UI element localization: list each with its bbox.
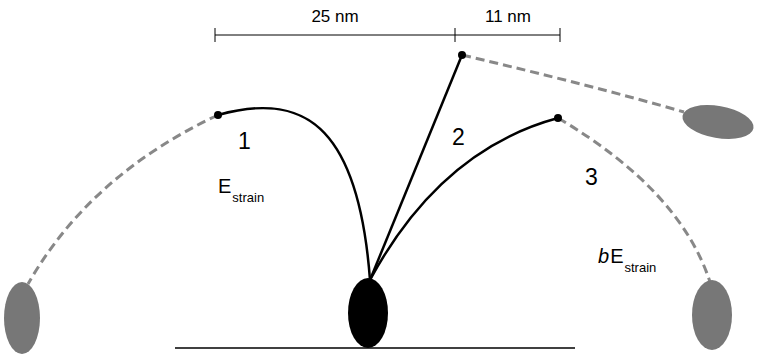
scale-bar [215,28,560,42]
black-head [348,278,388,348]
dashed-extension [28,55,710,284]
callout-number: 3 [585,166,598,189]
energy-subscript: strain [624,261,656,274]
energy-subscript: strain [232,191,264,204]
grey-head [4,100,756,354]
filament [218,55,558,280]
callout-number: 1 [238,130,251,153]
base-line [175,347,575,349]
energy-symbol: E [218,176,231,196]
energy-symbol: E [610,246,623,266]
energy-factor: b [598,246,609,266]
filament-tip [214,51,562,122]
dimension-label: 25 nm [311,8,358,25]
callout-number: 2 [452,126,465,149]
dimension-label: 11 nm [485,8,531,25]
